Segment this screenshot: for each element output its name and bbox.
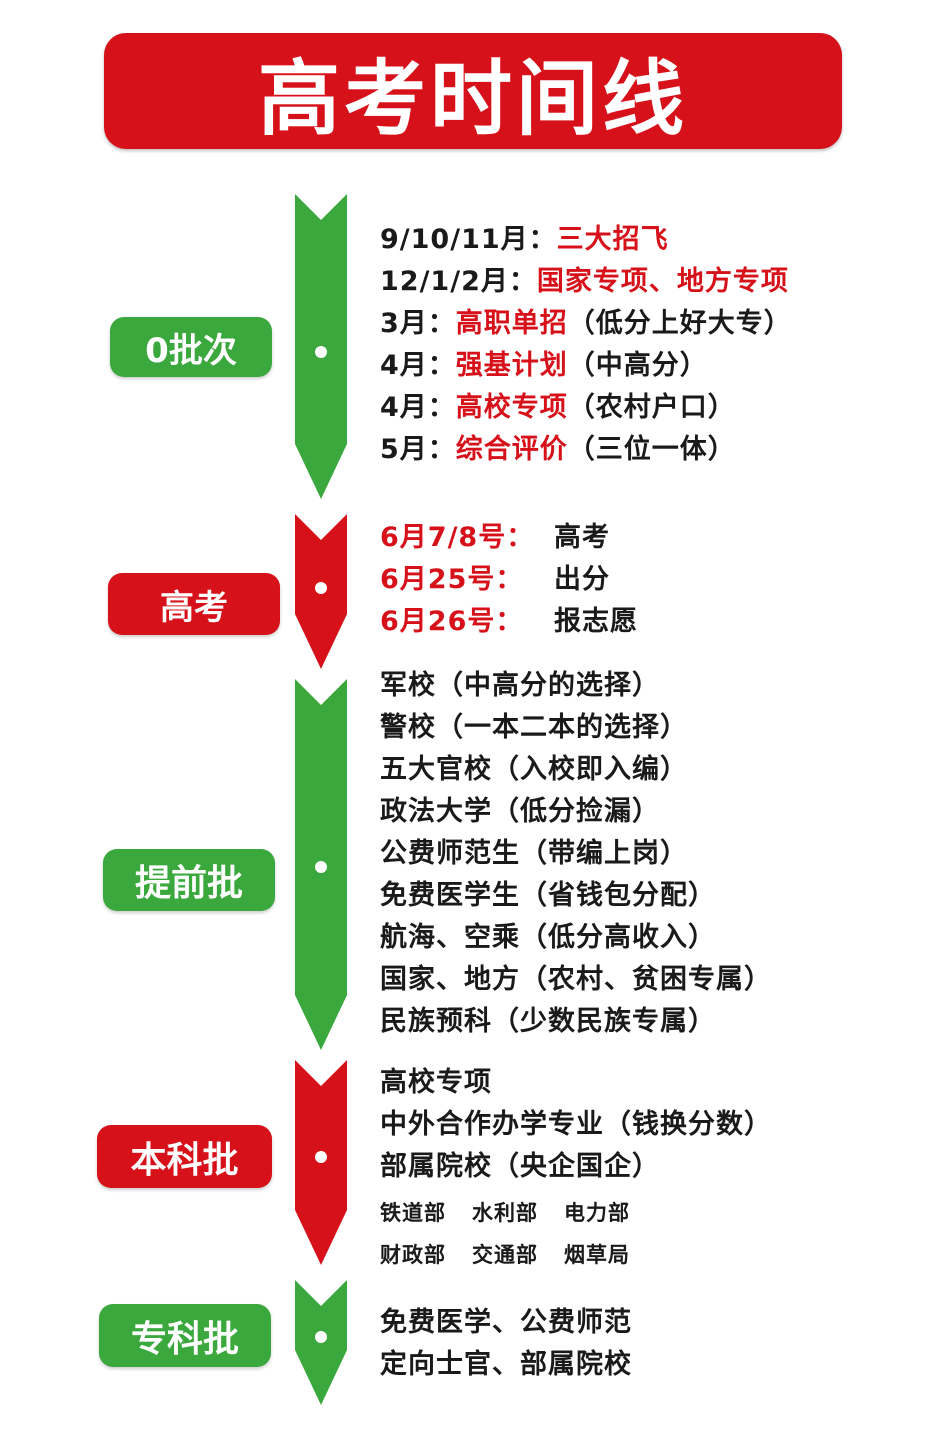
label-early-text: 提前批	[134, 863, 243, 904]
gaokao-row: 6月26号： 报志愿	[380, 601, 638, 643]
early-row: 警校（一本二本的选择）	[380, 712, 688, 743]
arrow-gaokao-icon	[295, 514, 347, 669]
label-undergrad-text: 本科批	[130, 1139, 239, 1181]
batch0-list: 9/10/11月：三大招飞 12/1/2月：国家专项、地方专项 3月：高职单招（…	[380, 219, 792, 471]
batch0-row: 4月：强基计划（中高分）	[380, 350, 708, 381]
early-row: 航海、空乘（低分高收入）	[380, 922, 716, 953]
junior-row: 免费医学、公费师范	[380, 1307, 632, 1338]
early-row: 民族预科（少数民族专属）	[380, 1006, 716, 1037]
page-title: 高考时间线	[257, 51, 688, 147]
arrow-junior-icon	[295, 1280, 347, 1405]
label-batch0: 0批次	[110, 317, 272, 377]
ministry-item: 铁道部	[380, 1201, 446, 1225]
gaokao-row: 6月25号： 出分	[380, 559, 638, 601]
batch0-row: 5月：综合评价（三位一体）	[380, 434, 736, 465]
gaokao-date: 6月25号：	[380, 564, 524, 595]
early-row: 免费医学生（省钱包分配）	[380, 880, 716, 911]
gaokao-list: 6月7/8号： 高考 6月25号： 出分 6月26号： 报志愿	[380, 517, 638, 643]
batch0-row: 9/10/11月：三大招飞	[380, 224, 669, 255]
label-junior-text: 专科批	[130, 1318, 239, 1360]
batch0-row: 12/1/2月：国家专项、地方专项	[380, 266, 789, 297]
ministry-row: 铁道部 水利部 电力部	[380, 1192, 630, 1234]
ministry-item: 烟草局	[564, 1243, 630, 1267]
batch0-row: 3月：高职单招（低分上好大专）	[380, 308, 792, 339]
arrow-batch0-icon	[295, 194, 347, 499]
undergrad-ministries: 铁道部 水利部 电力部 财政部 交通部 烟草局	[380, 1192, 630, 1276]
ministry-item: 水利部	[472, 1201, 538, 1225]
early-row: 国家、地方（农村、贫困专属）	[380, 964, 772, 995]
gaokao-date: 6月7/8号：	[380, 522, 535, 553]
label-junior: 专科批	[99, 1304, 271, 1367]
gaokao-date: 6月26号：	[380, 606, 524, 637]
ministry-item: 电力部	[564, 1201, 630, 1225]
early-row: 公费师范生（带编上岗）	[380, 838, 688, 869]
early-row: 五大官校（入校即入编）	[380, 754, 688, 785]
batch0-row: 4月：高校专项（农村户口）	[380, 392, 736, 423]
gaokao-row: 6月7/8号： 高考	[380, 517, 638, 559]
title-banner: 高考时间线	[104, 33, 842, 149]
label-gaokao: 高考	[108, 573, 280, 635]
ministry-row: 财政部 交通部 烟草局	[380, 1234, 630, 1276]
early-row: 政法大学（低分捡漏）	[380, 796, 660, 827]
early-list: 军校（中高分的选择） 警校（一本二本的选择） 五大官校（入校即入编） 政法大学（…	[380, 665, 772, 1043]
early-row: 军校（中高分的选择）	[380, 670, 660, 701]
gaokao-event: 出分	[554, 564, 610, 595]
ministry-item: 财政部	[380, 1243, 446, 1267]
undergrad-list: 高校专项 中外合作办学专业（钱换分数） 部属院校（央企国企）	[380, 1062, 772, 1188]
label-gaokao-text: 高考	[160, 587, 228, 628]
ministry-item: 交通部	[472, 1243, 538, 1267]
junior-row: 定向士官、部属院校	[380, 1349, 632, 1380]
arrow-early-icon	[295, 679, 347, 1050]
label-batch0-text: 0批次	[145, 330, 237, 371]
arrow-undergrad-icon	[295, 1060, 347, 1265]
gaokao-event: 高考	[554, 522, 610, 553]
label-early: 提前批	[103, 849, 275, 911]
undergrad-row: 中外合作办学专业（钱换分数）	[380, 1109, 772, 1140]
undergrad-row: 高校专项	[380, 1067, 492, 1098]
junior-list: 免费医学、公费师范 定向士官、部属院校	[380, 1302, 632, 1386]
label-undergrad: 本科批	[97, 1125, 272, 1188]
gaokao-event: 报志愿	[554, 606, 638, 637]
undergrad-row: 部属院校（央企国企）	[380, 1151, 660, 1182]
